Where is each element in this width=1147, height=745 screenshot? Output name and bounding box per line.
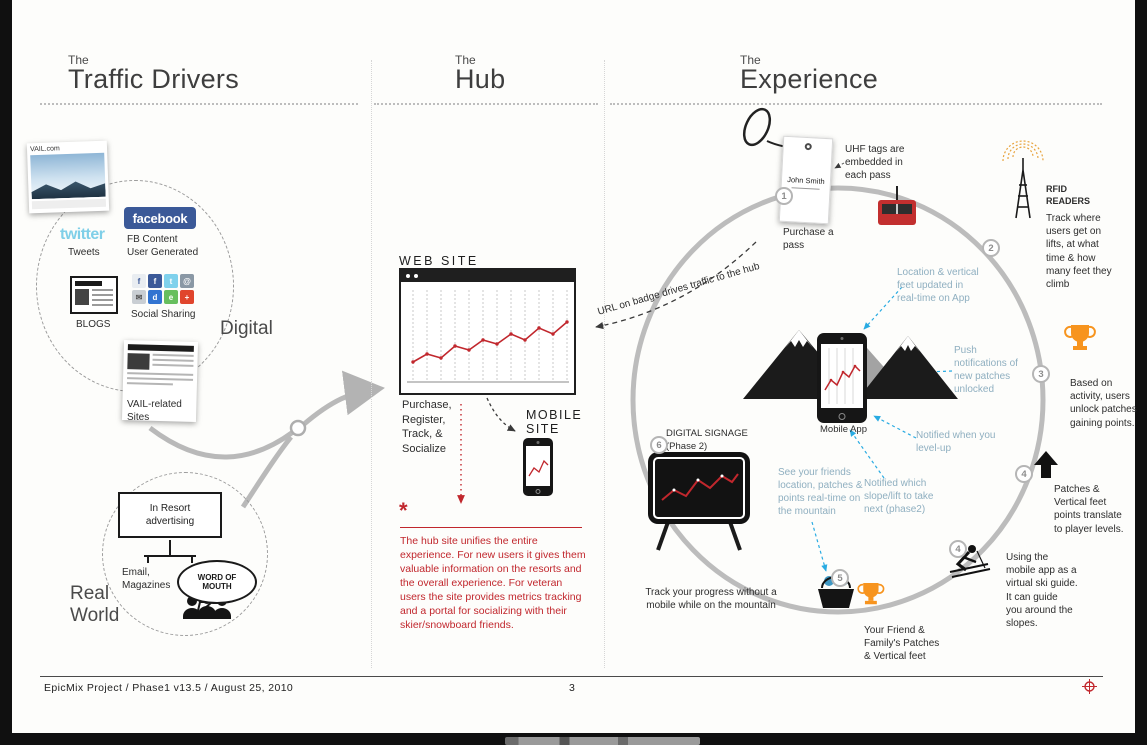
vail-related-label: VAIL-related Sites bbox=[127, 399, 182, 424]
vail-site-label: VAIL.com bbox=[29, 145, 60, 154]
section-kicker: The bbox=[68, 53, 89, 67]
social-sharing-label: Social Sharing bbox=[131, 309, 196, 320]
header-rule-traffic bbox=[40, 103, 358, 105]
digital-signage-screen bbox=[648, 452, 750, 524]
email-magazines-label: Email, Magazines bbox=[122, 567, 171, 592]
social-icon-addthis: + bbox=[180, 290, 194, 304]
uhf-note: UHF tags are embedded in each pass bbox=[845, 144, 905, 182]
traffic-drivers-header: The Traffic Drivers bbox=[68, 53, 239, 95]
footer-rule bbox=[40, 676, 1103, 677]
column-divider bbox=[371, 60, 372, 668]
real-world-group-circle bbox=[102, 472, 268, 636]
purchase-pass-label: Purchase a pass bbox=[783, 227, 834, 252]
social-icon-facebook: f bbox=[148, 274, 162, 288]
mobile-site-phone-icon bbox=[523, 438, 553, 496]
step-node-1: 1 bbox=[775, 187, 793, 205]
ski-pass-card: John Smith bbox=[778, 135, 834, 225]
app-note-location: Location & vertical feet updated in real… bbox=[897, 267, 979, 304]
step-node-4: 4 bbox=[1015, 465, 1033, 483]
column-divider bbox=[604, 60, 605, 668]
mobile-site-label: MOBILE SITE bbox=[526, 408, 583, 436]
word-of-mouth-bubble: WORD OF MOUTH bbox=[177, 560, 257, 604]
app-note-levelup: Notified when you level-up bbox=[916, 430, 996, 454]
header-rule-hub bbox=[374, 103, 598, 105]
section-kicker: The bbox=[455, 53, 476, 67]
digital-signage-label: DIGITAL SIGNAGE (Phase 2) bbox=[666, 428, 748, 452]
blogs-label: BLOGS bbox=[76, 319, 111, 330]
step-node-5: 5 bbox=[831, 569, 849, 587]
web-site-label: WEB SITE bbox=[399, 254, 479, 268]
hub-header: The Hub bbox=[455, 53, 505, 95]
social-icon-twitter: t bbox=[164, 274, 178, 288]
registration-mark-icon bbox=[1082, 679, 1097, 694]
social-icon-mail: ✉ bbox=[132, 290, 146, 304]
rfid-readers-label: RFID READERS bbox=[1046, 184, 1091, 206]
section-title-traffic: Traffic Drivers bbox=[68, 64, 240, 94]
app-note-push: Push notifications of new patches unlock… bbox=[954, 345, 1018, 395]
social-icon-facebook-light: f bbox=[132, 274, 146, 288]
background-window-peek[interactable] bbox=[505, 737, 700, 745]
social-icon-delicious: d bbox=[148, 290, 162, 304]
section-kicker: The bbox=[740, 53, 761, 67]
app-note-slope: Notified which slope/lift to take next (… bbox=[864, 478, 934, 515]
footer-page-number: 3 bbox=[569, 682, 576, 694]
app-note-friends: See your friends location, patches & poi… bbox=[778, 467, 863, 517]
step-node-6: 6 bbox=[650, 436, 668, 454]
pass-hole bbox=[804, 142, 812, 151]
social-icon-email: @ bbox=[180, 274, 194, 288]
vail-site-thumbnail: VAIL.com bbox=[26, 140, 110, 214]
step-node-3: 3 bbox=[1032, 365, 1050, 383]
signage-note: Track your progress without a mobile whi… bbox=[645, 587, 777, 612]
website-mockup bbox=[399, 268, 576, 395]
browser-titlebar bbox=[401, 270, 574, 282]
mobile-app-label: Mobile App bbox=[820, 424, 868, 435]
website-traffic-chart bbox=[407, 290, 569, 383]
step-node-2: 2 bbox=[982, 239, 1000, 257]
fb-content-label: FB Content User Generated bbox=[127, 234, 199, 259]
digital-label: Digital bbox=[220, 318, 273, 339]
vail-site-image bbox=[30, 152, 106, 200]
friends-label: Your Friend & Family's Patches & Vertica… bbox=[864, 625, 940, 663]
header-rule-experience bbox=[610, 103, 1102, 105]
mobile-app-phone bbox=[817, 333, 867, 423]
hub-footnote: The hub site unifies the entire experien… bbox=[400, 535, 586, 632]
twitter-logo: twitter bbox=[60, 226, 105, 243]
footnote-rule bbox=[400, 527, 582, 528]
signage-chart bbox=[661, 473, 739, 501]
experience-header: The Experience bbox=[740, 53, 878, 95]
facebook-logo: facebook bbox=[124, 207, 196, 229]
step-node-4b: 4 bbox=[949, 540, 967, 558]
purchase-register-label: Purchase, Register, Track, & Socialize bbox=[402, 399, 452, 455]
real-world-label: Real World bbox=[70, 583, 120, 626]
footnote-asterisk: * bbox=[399, 498, 408, 523]
rfid-note: Track where users get on lifts, at what … bbox=[1046, 213, 1112, 290]
footer-project-info: EpicMix Project / Phase1 v13.5 / August … bbox=[44, 682, 294, 694]
patches-note: Based on activity, users unlock patches … bbox=[1070, 378, 1137, 429]
levels-note: Patches & Vertical feet points translate… bbox=[1054, 484, 1124, 535]
pass-name: John Smith bbox=[786, 175, 825, 186]
blogs-icon bbox=[70, 276, 118, 314]
tweets-label: Tweets bbox=[68, 247, 100, 258]
guide-note: Using the mobile app as a virtual ski gu… bbox=[1006, 552, 1078, 629]
in-resort-billboard: In Resort advertising bbox=[118, 492, 222, 538]
section-title-experience: Experience bbox=[740, 64, 879, 94]
social-icon-evernote: e bbox=[164, 290, 178, 304]
section-title-hub: Hub bbox=[455, 64, 506, 94]
